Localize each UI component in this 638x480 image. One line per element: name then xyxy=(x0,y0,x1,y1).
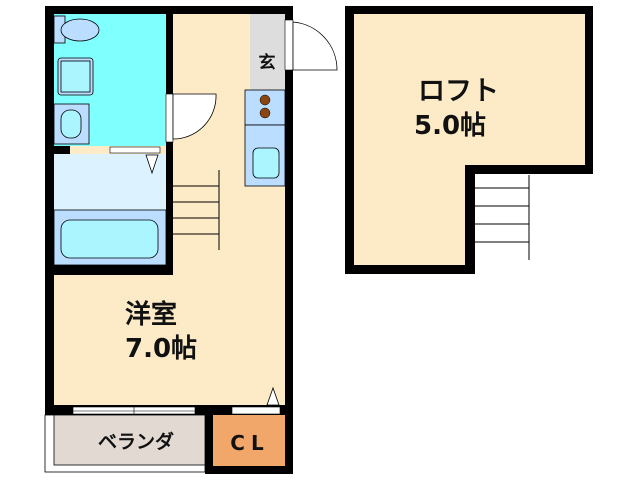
toilet-door-swing xyxy=(172,93,217,140)
loft-floor xyxy=(354,14,585,265)
burner-icon xyxy=(259,94,271,106)
closet-door xyxy=(231,406,281,415)
veranda-label: ベランダ xyxy=(98,430,174,453)
toilet-door-frame xyxy=(165,93,174,143)
entrance-door-swing xyxy=(292,21,338,71)
toilet-bowl-icon xyxy=(60,18,100,42)
loft-stairs-icon xyxy=(475,175,530,260)
bathtub-inner xyxy=(60,219,159,259)
closet-door-marker xyxy=(266,386,280,406)
washbasin-bowl xyxy=(60,109,82,139)
western-room-size: 7.0帖 xyxy=(125,334,197,364)
closet xyxy=(213,415,285,466)
veranda xyxy=(53,414,206,466)
bathroom-door xyxy=(109,146,161,154)
stairs-icon xyxy=(173,170,220,250)
western-room-label: 洋室 xyxy=(125,299,177,330)
washing-machine-inner xyxy=(60,60,91,93)
burner-icon xyxy=(259,107,271,119)
kitchen-sink-bowl xyxy=(252,147,280,179)
entrance-area xyxy=(250,14,285,90)
loft-size: 5.0帖 xyxy=(414,111,486,141)
closet-label: CL xyxy=(230,431,269,455)
loft-walls xyxy=(345,6,593,274)
loft-label: ロフト xyxy=(418,76,499,107)
entrance-label: 玄 xyxy=(259,52,276,73)
entrance-door-frame xyxy=(284,19,294,71)
bath-door-marker xyxy=(145,154,159,175)
